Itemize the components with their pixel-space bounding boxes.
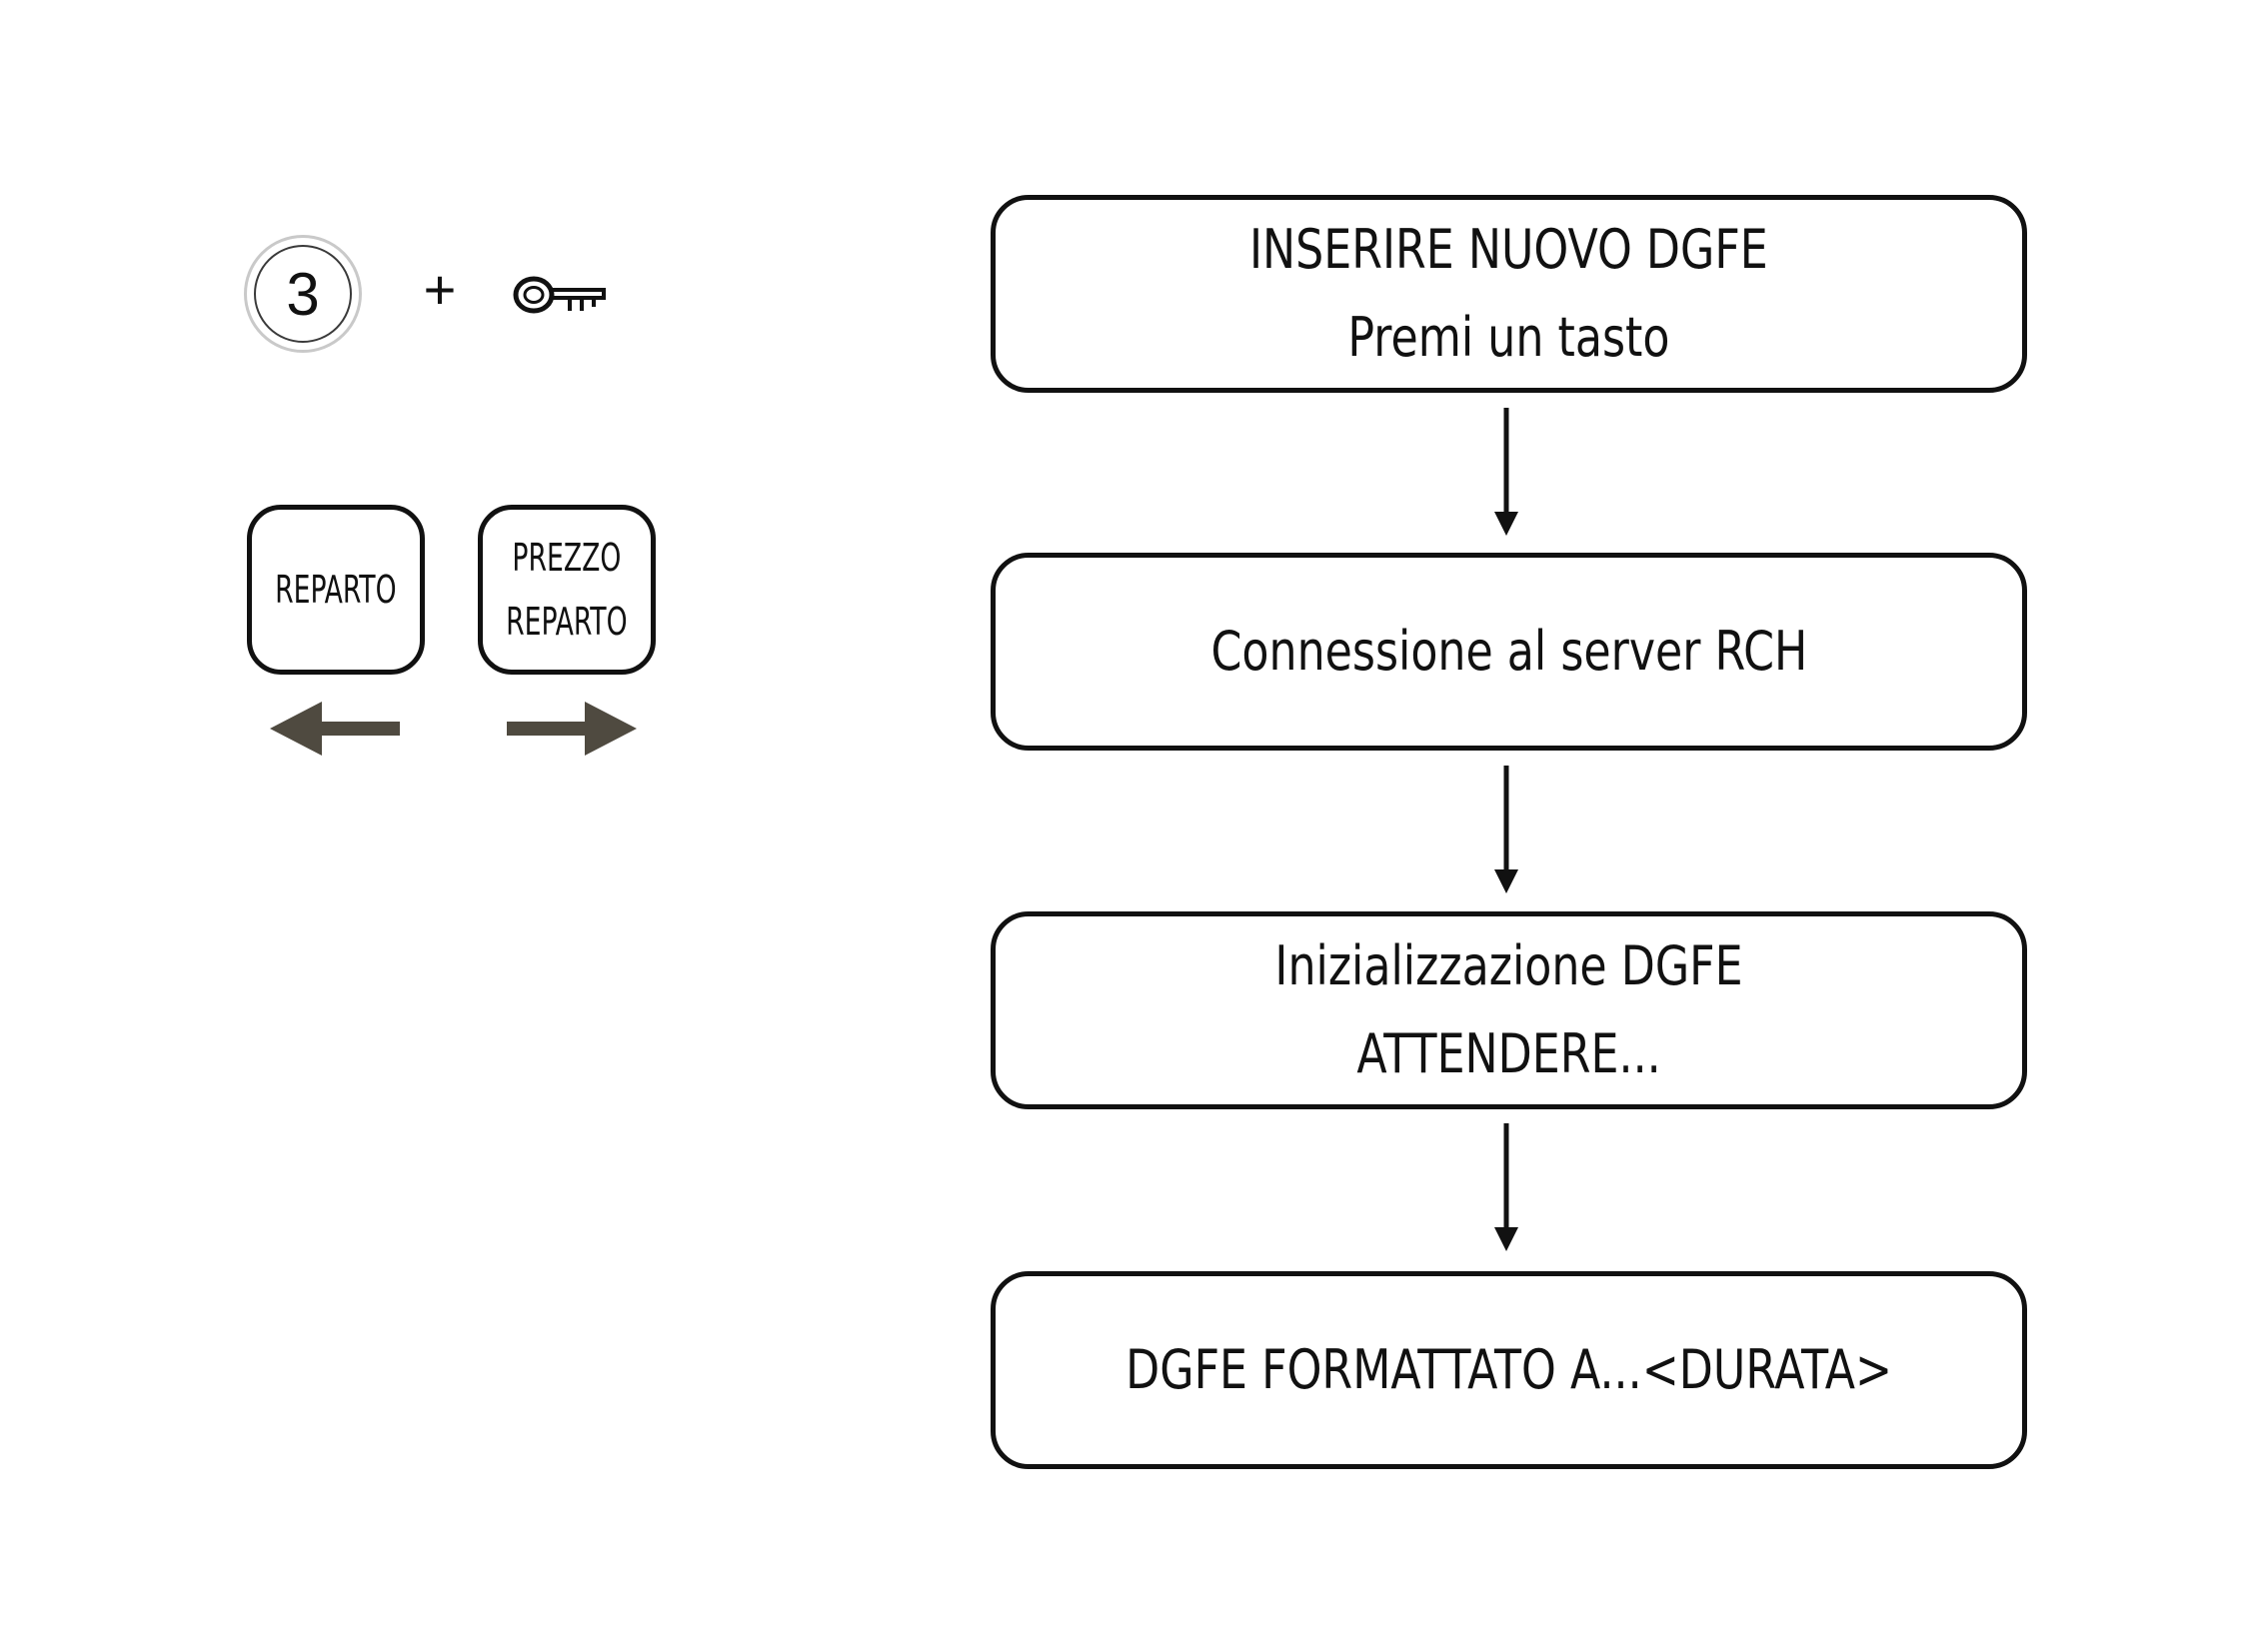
- flow-step-initialization: Inizializzazione DGFE ATTENDERE...: [991, 911, 2027, 1109]
- flow-step-3-line-2: ATTENDERE...: [1356, 1022, 1661, 1085]
- flow-step-1-line-1: INSERIRE NUOVO DGFE: [1249, 218, 1768, 281]
- flow-step-insert-dgfe: INSERIRE NUOVO DGFE Premi un tasto: [991, 195, 2027, 393]
- arrow-right-icon: [507, 702, 637, 756]
- flow-step-formatted: DGFE FORMATTATO A...<DURATA>: [991, 1271, 2027, 1469]
- reparto-key[interactable]: REPARTO: [247, 505, 425, 675]
- key-icon: [513, 276, 606, 314]
- number-key-3[interactable]: 3: [244, 235, 362, 353]
- arrow-down-icon: [1494, 408, 1518, 536]
- prezzo-reparto-key-label-line-2: REPARTO: [506, 600, 628, 644]
- flow-step-4-line-1: DGFE FORMATTATO A...<DURATA>: [1126, 1338, 1892, 1401]
- number-key-label: 3: [254, 245, 352, 343]
- reparto-key-label: REPARTO: [275, 568, 397, 612]
- flow-step-1-line-2: Premi un tasto: [1347, 306, 1670, 369]
- prezzo-reparto-key-label-line-1: PREZZO: [512, 536, 622, 580]
- flow-step-2-line-1: Connessione al server RCH: [1210, 620, 1807, 683]
- flow-step-server-connection: Connessione al server RCH: [991, 553, 2027, 751]
- arrow-left-icon: [270, 702, 400, 756]
- arrow-down-icon: [1494, 1123, 1518, 1251]
- plus-sign: +: [423, 258, 457, 321]
- prezzo-reparto-key[interactable]: PREZZO REPARTO: [478, 505, 656, 675]
- flow-step-3-line-1: Inizializzazione DGFE: [1274, 934, 1743, 997]
- arrow-down-icon: [1494, 766, 1518, 893]
